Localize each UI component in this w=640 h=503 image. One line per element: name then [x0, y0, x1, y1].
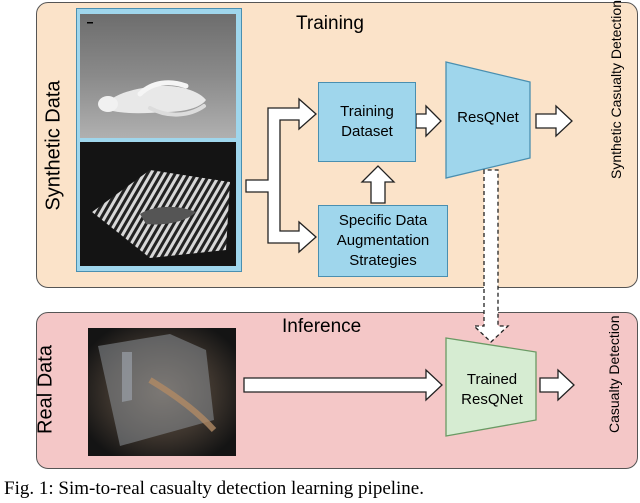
- trained-to-output-arrow: [539, 368, 575, 402]
- dataset-to-net-arrow: [415, 104, 442, 138]
- training-title: Training: [296, 13, 364, 34]
- net-to-output-arrow: [535, 104, 573, 138]
- synthetic-detection-label: Synthetic Casualty Detection: [608, 0, 624, 179]
- weights-transfer-arrow: [472, 169, 510, 343]
- synthetic-render-image: [80, 14, 236, 138]
- real-to-net-arrow: [243, 368, 443, 402]
- augment-to-dataset-arrow: [360, 165, 396, 204]
- resqnet-label: ResQNet: [457, 109, 519, 126]
- split-arrow: [245, 97, 317, 254]
- augmentation-box: Specific Data Augmentation Strategies: [318, 205, 448, 277]
- trained-resqnet-block: [445, 337, 537, 437]
- resqnet-block: [445, 61, 531, 179]
- trained-resqnet-label: Trained ResQNet: [461, 371, 523, 408]
- figure-caption: Fig. 1: Sim-to-real casualty detection l…: [4, 478, 424, 499]
- synthetic-depth-image: [80, 142, 236, 266]
- training-dataset-box: Training Dataset: [318, 82, 416, 162]
- casualty-detection-label: Casualty Detection: [606, 315, 622, 433]
- inference-title: Inference: [282, 316, 362, 337]
- real-pointcloud-image: [88, 328, 236, 456]
